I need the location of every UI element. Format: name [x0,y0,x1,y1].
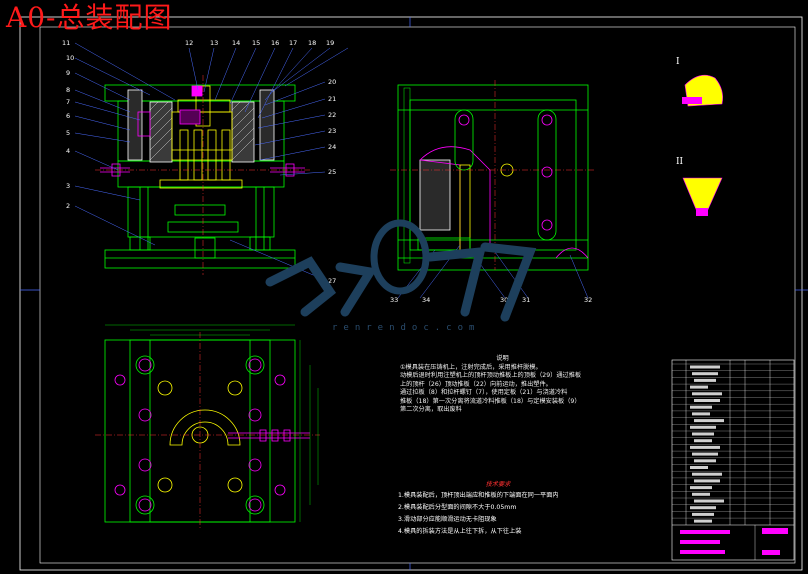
watermark-site: renrendoc.com [332,323,481,333]
technical-requirements: 技术要求 1.模具装配后，顶杆顶出端应和推板的下端面在同一平面内 2.模具装配后… [398,480,598,538]
requirement-item: 3.滑动部分应能顺滑运动无卡阻现象 [398,516,497,523]
parts-list-table [671,359,795,561]
part-number-5: 5 [66,129,70,137]
notes-line: ①模具装在压铸机上，注射完成后，采用推杆脱模。 [400,363,542,371]
detail-view-1 [682,74,723,107]
part-number-18: 18 [308,39,316,47]
parts-list-entry-mark [692,452,718,456]
parts-list-entry-mark [694,378,716,382]
parts-list-entry-mark [692,372,718,376]
part-number-17: 17 [289,39,297,47]
parts-list-entry-mark [694,479,720,483]
part-number-22: 22 [328,111,336,119]
part-number-7: 7 [66,98,70,106]
plan-view [95,324,320,530]
part-number-13: 13 [210,39,218,47]
part-number-23: 23 [328,127,336,135]
part-number-16: 16 [271,39,279,47]
parts-list-entry-mark [694,499,724,503]
parts-list-entry-mark [690,385,708,389]
part-number-19: 19 [326,39,334,47]
parts-list-entry-mark [694,459,716,463]
part-number-24: 24 [328,143,336,151]
part-number-20: 20 [328,78,336,86]
part-number-31: 31 [522,296,530,304]
part-number-15: 15 [252,39,260,47]
requirement-item: 2.模具装配后分型面的间隙不大于0.05mm [398,504,517,511]
watermark-logo [265,219,537,322]
notes-line: 通过拉板（8）和拉杆螺钉（7），使用定板（21）与浇道冷料 [400,389,568,396]
parts-list-entry-mark [690,365,720,369]
main-section-view [95,75,312,275]
title-block [680,528,788,555]
detail-label-1: I [676,57,680,67]
part-number-11: 11 [62,39,70,47]
parts-list-entry-mark [690,486,712,490]
parts-list-rows [672,363,794,523]
notes-line: 动模后退时利用注塑机上的顶杆顶动推板上的顶板（29）通过推板 [400,372,582,379]
notes-line: 第二次分离，取出废料 [400,406,462,413]
part-number-33: 33 [390,296,398,304]
drawing-title: A0-总装配图 [6,1,173,34]
parts-list-entry-mark [690,445,720,449]
parts-list-entry-mark [690,506,716,510]
sheet-border [19,16,803,571]
detail-view-2 [682,177,723,216]
parts-list-entry-mark [694,419,724,423]
part-number-34: 34 [422,296,430,304]
notes-line: 推板（18）第一次分离将流道冷料推板（18）与定模安装板（9） [400,397,581,405]
part-number-8: 8 [66,86,70,94]
part-number-12: 12 [185,39,193,47]
part-number-6: 6 [66,112,70,120]
leader-lines-main [74,42,349,281]
notes-block: 说明 ①模具装在压铸机上，注射完成后，采用推杆脱模。 动模后退时利用注塑机上的顶… [400,355,605,415]
parts-list-entry-mark [690,425,716,429]
part-number-4: 4 [66,147,70,155]
parts-list-entry-mark [692,512,714,516]
part-number-10: 10 [66,54,74,62]
parts-list-entry-mark [692,412,710,416]
part-number-30: 30 [500,296,508,304]
part-number-2: 2 [66,202,70,210]
requirement-item: 4.模具的拆装方法是从上往下拆，从下往上装 [398,528,522,535]
part-number-14: 14 [232,39,240,47]
part-number-27: 27 [328,277,336,285]
requirement-item: 1.模具装配后，顶杆顶出端应和推板的下端面在同一平面内 [398,492,559,499]
parts-list-entry-mark [692,472,722,476]
parts-list-entry-mark [694,399,720,402]
parts-list-entry-mark [692,492,710,496]
part-number-3: 3 [66,182,70,190]
part-number-32: 32 [584,296,592,304]
parts-list-entry-mark [692,432,714,436]
notes-heading: 说明 [496,355,509,362]
part-number-21: 21 [328,95,336,103]
part-number-9: 9 [66,69,70,77]
parts-list-entry-mark [694,519,712,523]
parts-list-entry-mark [694,439,712,443]
requirements-heading: 技术要求 [485,481,511,488]
parts-list-entry-mark [690,405,712,409]
detail-label-2: II [676,157,684,167]
parts-list-entry-mark [692,392,722,396]
inner-frame [39,26,796,564]
notes-line: 上的顶杆（26）顶动推板（22）向前运动，推出塑件。 [400,380,552,388]
part-number-25: 25 [328,168,336,176]
parts-list-entry-mark [690,466,708,469]
